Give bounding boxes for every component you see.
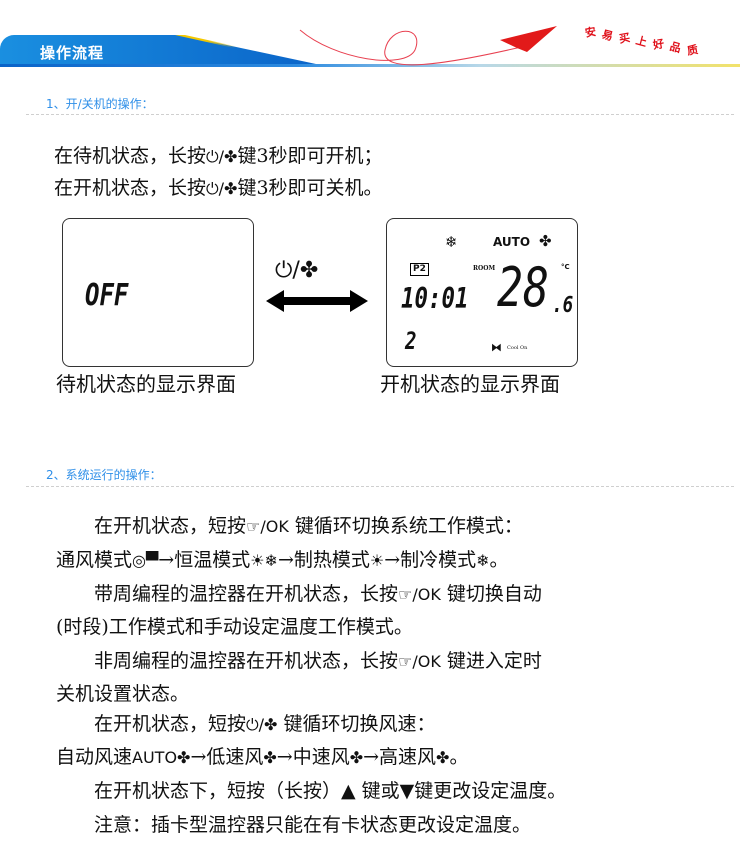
- text-segment: →制热模式: [277, 549, 370, 571]
- divider: [26, 486, 734, 487]
- instruction-line: 在开机状态下，短按（长按）▲ 键或▼键更改设定温度。: [56, 776, 566, 803]
- text-segment: →高速风: [363, 746, 437, 768]
- text-segment: 非周编程的温控器在开机状态，长按: [56, 650, 399, 672]
- slogan-char: 买: [618, 31, 632, 46]
- instruction-line: 在开机状态，长按⏻/✤键3秒即可关机。: [54, 173, 383, 200]
- fan-high-icon: ✤: [436, 748, 450, 767]
- divider: [26, 114, 734, 115]
- section-2-heading: 2、系统运行的操作：: [46, 468, 162, 482]
- mode-ok-key-icon: ☞/OK: [398, 585, 441, 604]
- on-display: ❄ AUTO ✤ P2 ROOM 10:01 28 .6 °C 2 ⧓ Cool…: [386, 218, 578, 367]
- room-label: ROOM: [473, 265, 496, 272]
- text-segment: →制冷模式: [384, 549, 477, 571]
- text-segment: 通风模式: [56, 549, 133, 571]
- sun-icon: ☀: [369, 551, 385, 570]
- fan-mid-icon: ✤: [349, 748, 364, 767]
- auto-fan-icon: AUTO✤: [132, 748, 191, 767]
- power-fan-icon: ⏻/✤: [206, 179, 238, 198]
- room-temperature: 28: [497, 256, 550, 319]
- instruction-line: 自动风速AUTO✤→低速风✤→中速风✤→高速风✤。: [56, 742, 468, 769]
- fan-low-icon: ✤: [263, 748, 277, 767]
- instruction-line: 非周编程的温控器在开机状态，长按☞/OK 键进入定时: [56, 646, 542, 673]
- double-arrow-icon: [266, 290, 368, 312]
- text-segment: 注意：插卡型温控器只能在有卡状态更改设定温度。: [56, 814, 532, 836]
- power-fan-icon: ⏻/✤: [206, 147, 238, 166]
- unit-label: °C: [561, 263, 570, 271]
- slogan: 安易买上好品质: [584, 24, 704, 58]
- instruction-line: 通风模式◎▀→恒温模式☀❄→制热模式☀→制冷模式❄。: [56, 545, 509, 572]
- instruction-line: 带周编程的温控器在开机状态，长按☞/OK 键切换自动: [56, 579, 542, 606]
- day-number: 2: [405, 327, 417, 355]
- section-1-heading: 1、开/关机的操作：: [46, 97, 154, 111]
- valve-label: Cool On: [507, 345, 528, 351]
- text-segment: 。: [489, 549, 509, 571]
- text-segment: (时段)工作模式和手动设定温度工作模式。: [56, 616, 413, 638]
- power-fan-key-icon: ⏻/✤: [275, 258, 319, 283]
- on-caption: 开机状态的显示界面: [380, 372, 560, 396]
- text-segment: 在开机状态，长按: [54, 177, 207, 199]
- standby-display: OFF: [62, 218, 254, 367]
- mode-ok-key-icon: ☞/OK: [398, 652, 441, 671]
- text-segment: 在开机状态，短按: [56, 713, 247, 735]
- fan-auto-label: AUTO: [493, 235, 531, 249]
- temperature-decimal: .6: [552, 293, 574, 318]
- slogan-char: 上: [634, 33, 649, 50]
- slogan-char: 好: [652, 37, 666, 52]
- mode-ok-key-icon: ☞/OK: [246, 517, 289, 536]
- slogan-char: 易: [600, 27, 615, 44]
- fan-icon: ✤: [539, 232, 552, 250]
- instruction-line: (时段)工作模式和手动设定温度工作模式。: [56, 612, 413, 639]
- text-segment: 带周编程的温控器在开机状态，长按: [56, 583, 399, 605]
- instruction-line: 注意：插卡型温控器只能在有卡状态更改设定温度。: [56, 810, 531, 837]
- standby-caption: 待机状态的显示界面: [56, 372, 236, 396]
- off-text: OFF: [85, 278, 129, 313]
- text-segment: 键进入定时: [440, 650, 542, 672]
- ventilation-icon: ◎▀: [132, 551, 159, 570]
- sun-icon: ☀: [250, 551, 265, 570]
- text-segment: 在待机状态，长按: [54, 145, 207, 167]
- text-segment: 。: [449, 746, 469, 768]
- text-segment: 关机设置状态。: [56, 683, 190, 705]
- power-fan-icon: ⏻/✤: [246, 715, 278, 734]
- text-segment: →低速风: [190, 746, 264, 768]
- program-badge: P2: [410, 263, 429, 276]
- text-segment: 键循环切换风速：: [277, 713, 436, 735]
- text-segment: →中速风: [276, 746, 350, 768]
- text-segment: 键3秒即可开机；: [237, 145, 383, 167]
- snowflake-icon: ❄: [476, 551, 490, 570]
- valve-icon: ⧓: [491, 341, 502, 354]
- text-segment: 自动风速: [56, 746, 133, 768]
- text-segment: 在开机状态，短按: [56, 515, 247, 537]
- text-segment: 键循环切换系统工作模式：: [288, 515, 523, 537]
- instruction-line: 在开机状态，短按⏻/✤ 键循环切换风速：: [56, 709, 436, 736]
- snowflake-icon: ❄: [445, 233, 458, 251]
- banner-line: [0, 64, 740, 67]
- slogan-char: 品: [668, 39, 683, 56]
- page-title: 操作流程: [40, 44, 105, 62]
- instruction-line: 在开机状态，短按☞/OK 键循环切换系统工作模式：: [56, 511, 523, 538]
- slogan-char: 安: [584, 25, 598, 40]
- text-segment: 键切换自动: [440, 583, 542, 605]
- instruction-line: 关机设置状态。: [56, 679, 189, 706]
- slogan-char: 质: [686, 43, 700, 58]
- instruction-line: 在待机状态，长按⏻/✤键3秒即可开机；: [54, 141, 383, 168]
- clock-time: 10:01: [401, 282, 469, 315]
- text-segment: →恒温模式: [158, 549, 251, 571]
- snowflake-icon: ❄: [264, 551, 278, 570]
- text-segment: 在开机状态下，短按（长按）▲ 键或▼键更改设定温度。: [56, 780, 567, 802]
- paper-plane-illustration: [299, 26, 557, 66]
- text-segment: 键3秒即可关机。: [237, 177, 383, 199]
